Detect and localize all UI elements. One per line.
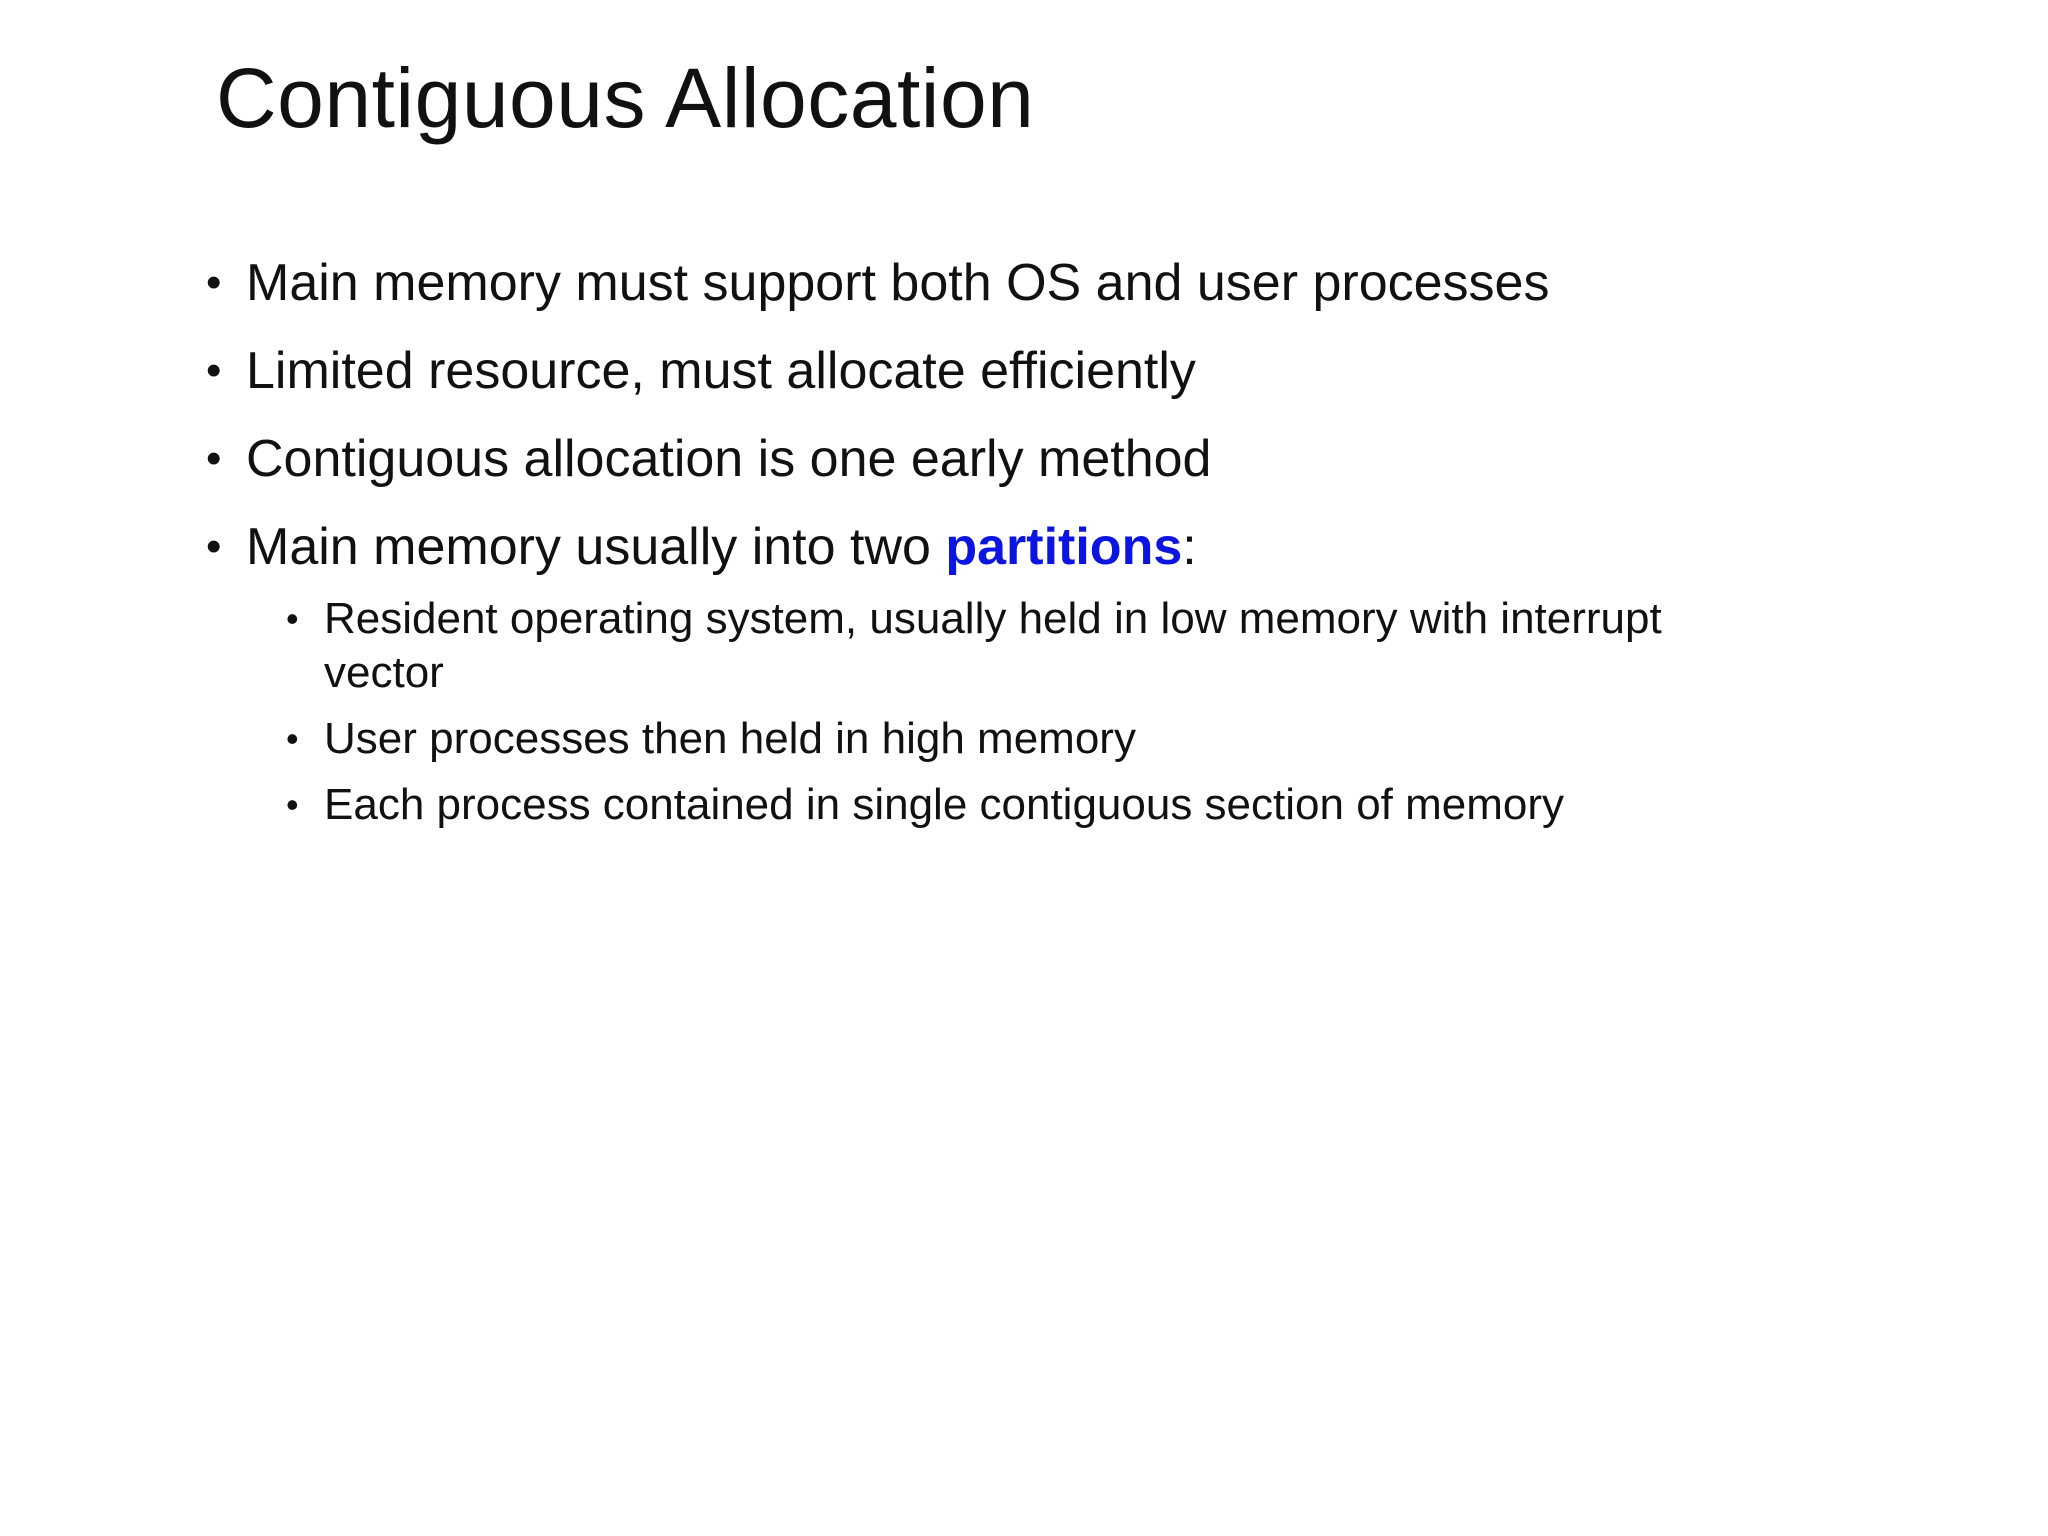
bullet-dot-icon: • bbox=[206, 346, 222, 395]
bullet-dot-icon: • bbox=[286, 598, 299, 639]
slide-title: Contiguous Allocation bbox=[216, 51, 1035, 145]
sub-bullet-text: User processes then held in high memory bbox=[324, 714, 1136, 763]
sub-bullet-text: Resident operating system, usually held … bbox=[324, 594, 1662, 697]
emphasis-keyword: partitions bbox=[945, 518, 1183, 576]
bullet-text: Contiguous allocation is one early metho… bbox=[246, 430, 1212, 488]
bullet-dot-icon: • bbox=[286, 718, 299, 759]
bullet-dot-icon: • bbox=[206, 522, 222, 571]
bullet-list: • Main memory must support both OS and u… bbox=[206, 252, 1806, 844]
sub-bullet-text: Each process contained in single contigu… bbox=[324, 780, 1565, 829]
sub-bullet-item: • User processes then held in high memor… bbox=[286, 712, 1744, 766]
bullet-text: Main memory must support both OS and use… bbox=[246, 254, 1550, 312]
bullet-text: Limited resource, must allocate efficien… bbox=[246, 342, 1196, 400]
sub-bullet-item: • Resident operating system, usually hel… bbox=[286, 592, 1744, 700]
bullet-item: • Main memory must support both OS and u… bbox=[206, 252, 1806, 314]
bullet-dot-icon: • bbox=[206, 434, 222, 483]
sub-bullet-list: • Resident operating system, usually hel… bbox=[286, 592, 1806, 832]
bullet-item: • Contiguous allocation is one early met… bbox=[206, 428, 1806, 490]
bullet-text-after: : bbox=[1182, 518, 1197, 576]
bullet-dot-icon: • bbox=[286, 784, 299, 825]
bullet-item: • Main memory usually into two partition… bbox=[206, 516, 1806, 578]
sub-bullet-item: • Each process contained in single conti… bbox=[286, 778, 1744, 832]
bullet-dot-icon: • bbox=[206, 258, 222, 307]
bullet-text-before: Main memory usually into two bbox=[246, 518, 946, 576]
bullet-item: • Limited resource, must allocate effici… bbox=[206, 340, 1806, 402]
